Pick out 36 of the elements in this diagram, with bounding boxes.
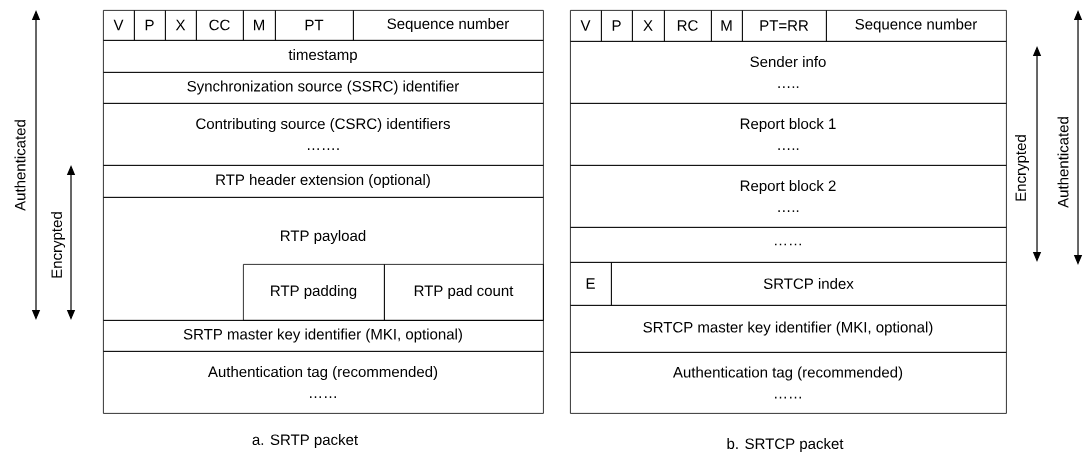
packet-field: Sender info …..: [570, 41, 1007, 104]
packet-field: RTP pad count: [384, 264, 544, 321]
packet-field: SRTP master key identifier (MKI, optional): [103, 320, 544, 352]
packet-field: V: [570, 10, 602, 42]
packet-field: SRTCP master key identifier (MKI, optional): [570, 305, 1007, 353]
packet-field: ……: [570, 227, 1007, 263]
packet-field: X: [165, 10, 197, 41]
side-label: Encrypted: [51, 212, 65, 278]
side-label: Authenticated: [14, 120, 26, 211]
packet-field: P: [601, 10, 633, 42]
packet-field: RTP padding: [243, 264, 385, 321]
packet-field: timestamp: [103, 40, 544, 73]
packet-field: RC: [664, 10, 712, 42]
packet-field: Authentication tag (recommended) ……: [570, 352, 1007, 414]
side-label: Authenticated: [1057, 117, 1069, 208]
packet-field: RTP header extension (optional): [103, 165, 544, 198]
packet-field: PT=RR: [742, 10, 827, 42]
packet-field: P: [134, 10, 166, 41]
packet-field: E: [570, 262, 612, 306]
packet-field: X: [632, 10, 665, 42]
figure-caption: b. SRTCP packet: [727, 438, 844, 452]
packet-field: Report block 1 …..: [570, 103, 1007, 166]
packet-field: M: [711, 10, 743, 42]
packet-field: Report block 2 …..: [570, 165, 1007, 228]
packet-field: V: [103, 10, 135, 41]
packet-field: Synchronization source (SSRC) identifier: [103, 72, 544, 104]
packet-field: CC: [196, 10, 244, 41]
packet-field: Sequence number: [826, 10, 1007, 42]
packet-field: M: [243, 10, 276, 41]
packet-field: SRTCP index: [611, 262, 1007, 306]
figure-caption: a. SRTP packet: [252, 434, 358, 448]
packet-field: PT: [275, 10, 354, 41]
packet-field: Contributing source (CSRC) identifiers …….: [103, 103, 544, 166]
packet-field: Authentication tag (recommended) ……: [103, 351, 544, 414]
side-label: Encrypted: [1015, 135, 1029, 201]
packet-field: Sequence number: [353, 10, 544, 41]
